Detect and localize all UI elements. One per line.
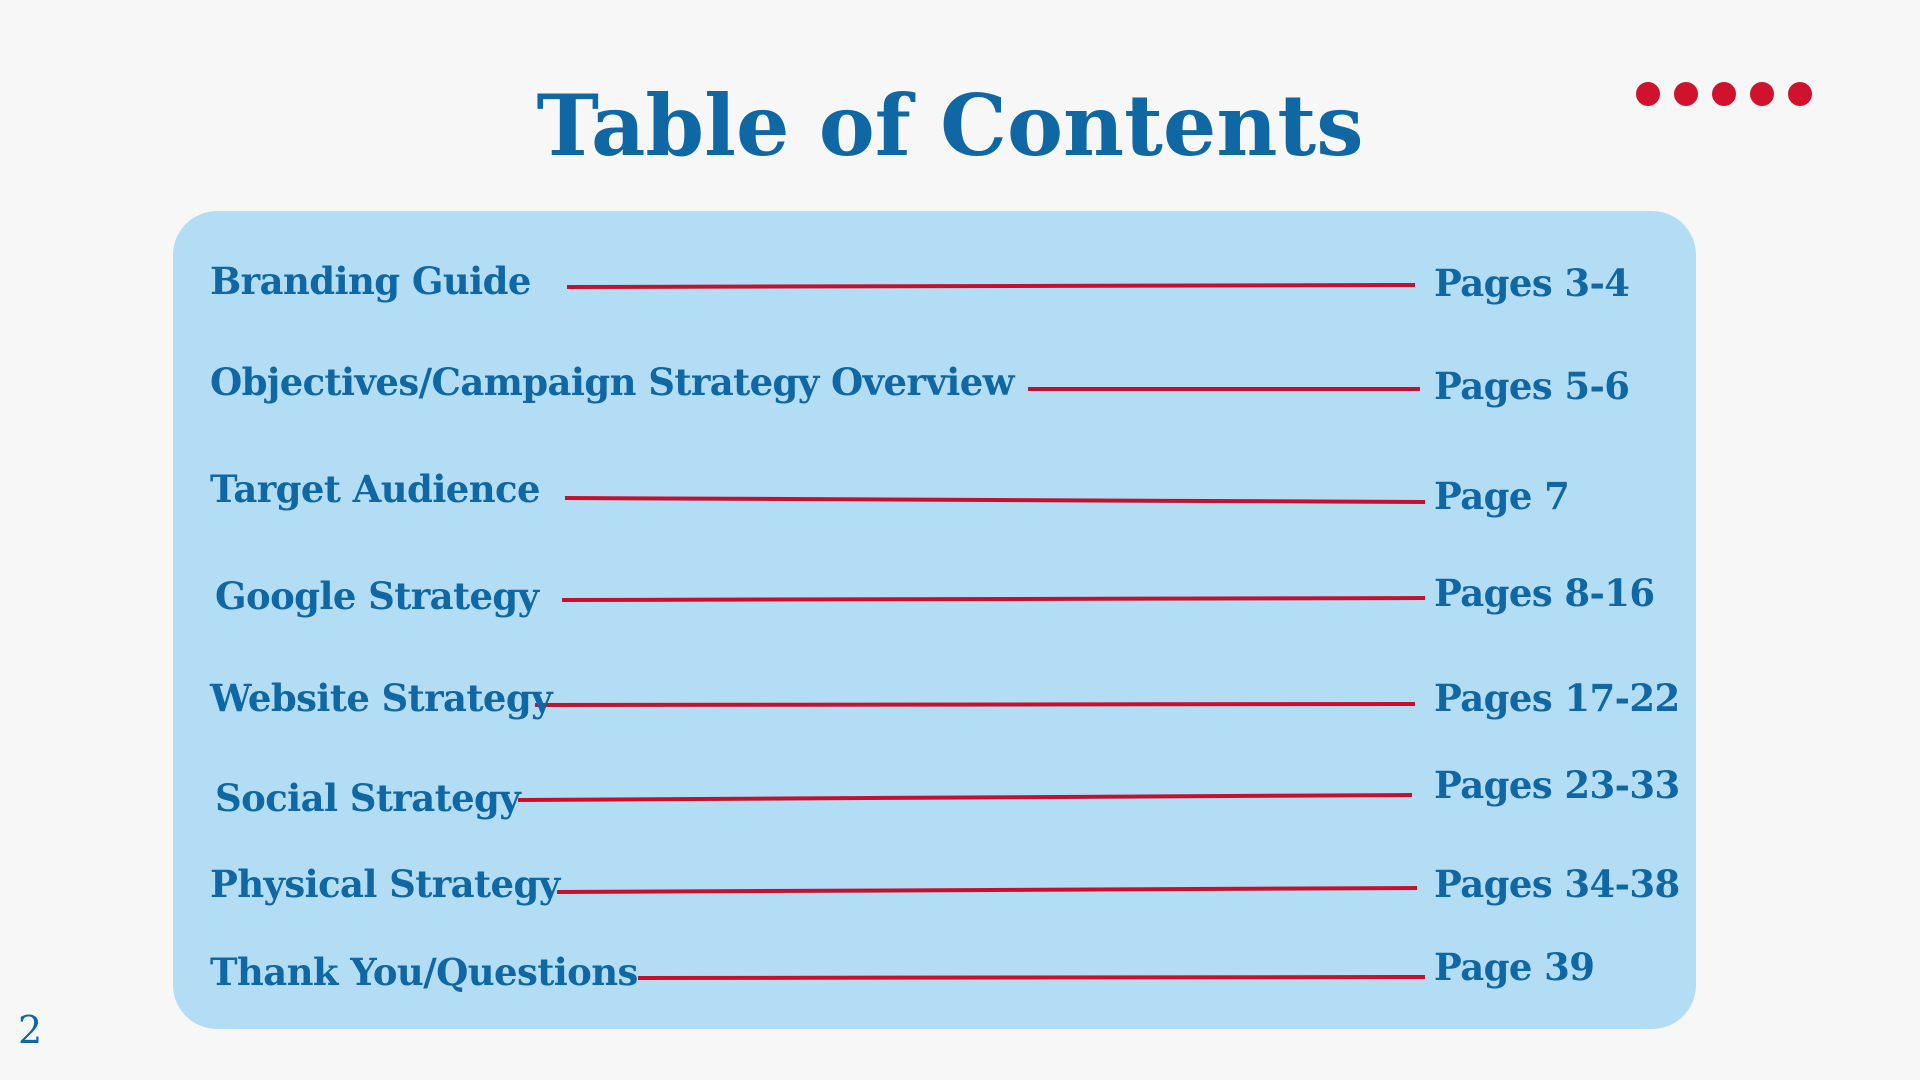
dot-icon	[1750, 82, 1774, 106]
page-title: Table of Contents	[536, 76, 1364, 175]
toc-panel	[173, 211, 1696, 1029]
toc-entry-label: Thank You/Questions	[210, 950, 638, 994]
toc-entry-pages: Page 7	[1434, 474, 1570, 518]
toc-entry-pages: Pages 34-38	[1434, 862, 1680, 906]
toc-entry-pages: Pages 5-6	[1434, 364, 1630, 408]
toc-entry-label: Social Strategy	[215, 776, 521, 820]
toc-entry-pages: Page 39	[1434, 945, 1595, 989]
toc-entry-label: Target Audience	[210, 467, 540, 511]
toc-entry-label: Physical Strategy	[210, 862, 560, 906]
toc-entry-pages: Pages 3-4	[1434, 261, 1630, 305]
leader-line	[556, 886, 1418, 894]
dot-icon	[1788, 82, 1812, 106]
leader-line	[561, 596, 1426, 602]
toc-entry-pages: Pages 8-16	[1434, 571, 1655, 615]
leader-line	[637, 975, 1426, 980]
decorative-dots-icon	[1636, 82, 1814, 106]
toc-entry-label: Objectives/Campaign Strategy Overview	[210, 360, 1014, 404]
toc-entry-label: Google Strategy	[215, 574, 539, 618]
slide-number: 2	[18, 1008, 43, 1052]
toc-entry-label: Website Strategy	[210, 676, 553, 720]
dot-icon	[1636, 82, 1660, 106]
dot-icon	[1712, 82, 1736, 106]
dot-icon	[1674, 82, 1698, 106]
leader-line	[534, 702, 1416, 707]
toc-entry-pages: Pages 17-22	[1434, 676, 1680, 720]
toc-entry-label: Branding Guide	[210, 259, 531, 303]
leader-line	[566, 283, 1416, 289]
leader-line	[564, 496, 1426, 504]
toc-entry-pages: Pages 23-33	[1434, 763, 1680, 807]
leader-line	[517, 793, 1413, 802]
